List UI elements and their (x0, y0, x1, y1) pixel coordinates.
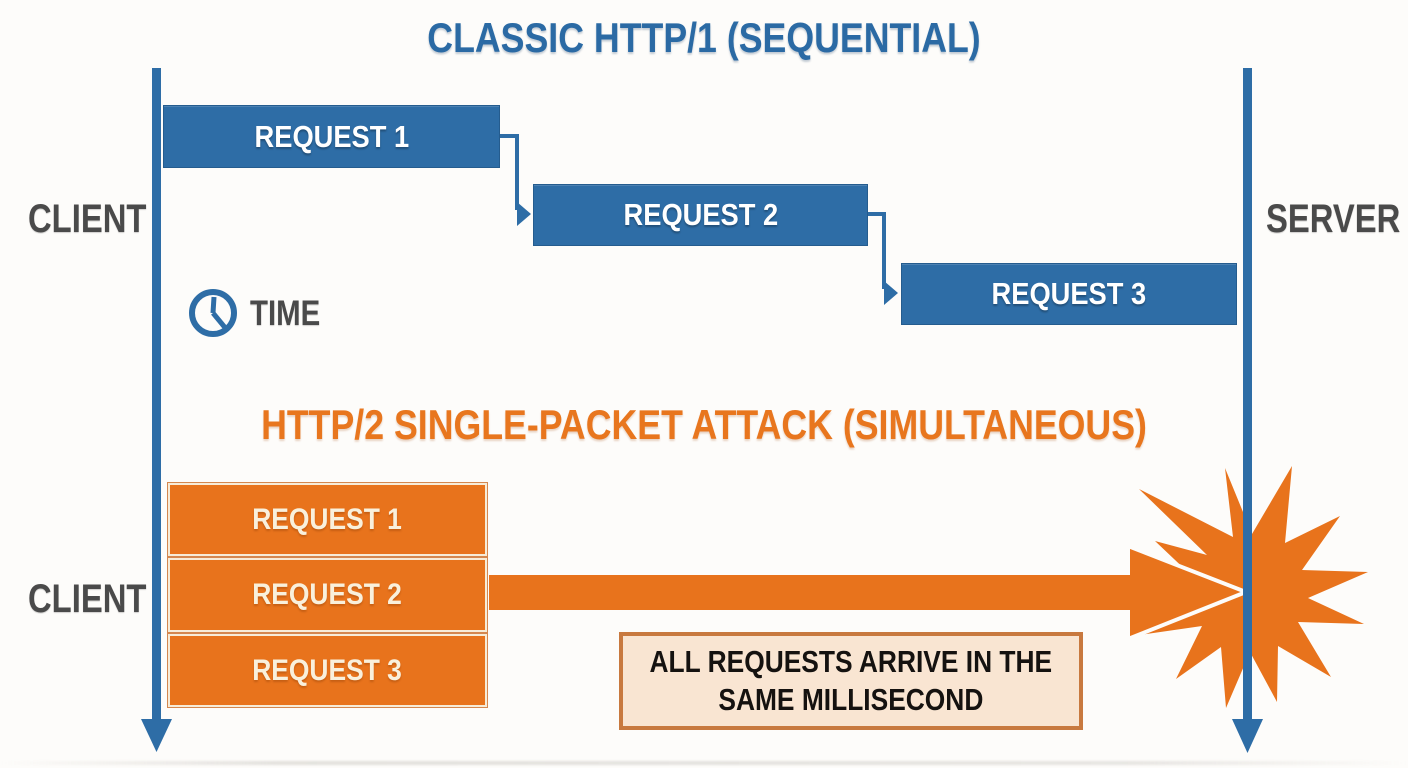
clock-icon (189, 289, 237, 337)
http1-request-2-label: REQUEST 2 (623, 197, 778, 232)
right-arrow-icon (485, 543, 1252, 642)
http2-title: HTTP/2 SINGLE-PACKET ATTACK (SIMULTANEOU… (261, 401, 1147, 448)
callout-line-2: SAME MILLISECOND (718, 682, 984, 717)
http1-server-label: SERVER (1266, 197, 1401, 241)
callout-line-1: ALL REQUESTS ARRIVE IN THE (649, 644, 1053, 679)
http1-request-3-label: REQUEST 3 (991, 276, 1147, 311)
http2-client-label: CLIENT (28, 577, 147, 621)
connector-arrow-1 (500, 134, 531, 226)
http1-request-2-box: REQUEST 2 (533, 184, 868, 246)
http2-request-3-box: REQUEST 3 (167, 633, 488, 708)
down-arrow-icon (141, 719, 172, 752)
http1-title: CLASSIC HTTP/1 (SEQUENTIAL) (427, 14, 981, 61)
http1-request-3-box: REQUEST 3 (901, 263, 1237, 325)
bottom-smudge-decoration (0, 761, 1408, 765)
http2-request-2-label: REQUEST 2 (252, 578, 403, 611)
connector-arrow-2 (868, 212, 898, 305)
http1-request-1-box: REQUEST 1 (163, 105, 500, 168)
http1-request-1-label: REQUEST 1 (254, 118, 409, 154)
http2-request-2-box: REQUEST 2 (167, 557, 488, 633)
time-label: TIME (250, 294, 321, 333)
http2-request-1-box: REQUEST 1 (167, 482, 488, 557)
http1-client-label: CLIENT (28, 197, 147, 241)
callout-box: ALL REQUESTS ARRIVE IN THE SAME MILLISEC… (619, 632, 1083, 730)
http2-request-3-label: REQUEST 3 (252, 653, 403, 687)
client-timeline (141, 68, 172, 752)
down-arrow-icon (1232, 719, 1263, 753)
http2-request-1-label: REQUEST 1 (252, 502, 403, 536)
server-timeline (1232, 68, 1263, 753)
